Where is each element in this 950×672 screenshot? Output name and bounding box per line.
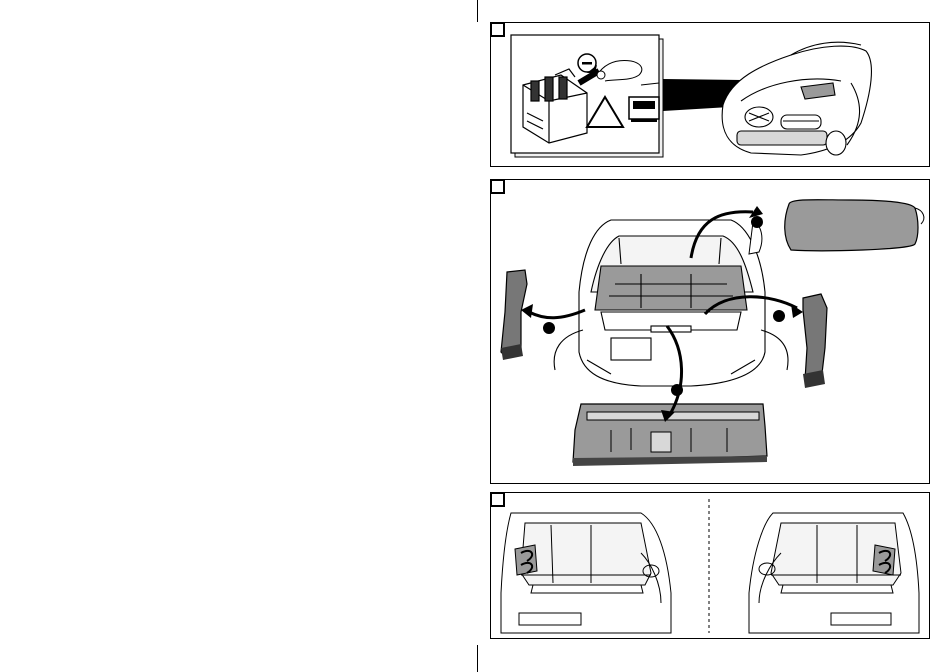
left-fastener-icon	[515, 545, 537, 575]
trunk-right-view	[749, 513, 919, 633]
right-fastener-icon	[873, 545, 895, 575]
car-front-icon	[722, 42, 871, 155]
panel-trim-removal	[490, 179, 930, 484]
right-side-trim-icon	[803, 294, 827, 388]
panel-trunk-fasteners	[490, 492, 930, 639]
parcel-shelf-icon	[749, 200, 924, 254]
manual-book-icon	[629, 97, 659, 122]
trunk-left-view	[501, 513, 671, 633]
page-spine-top	[477, 0, 478, 22]
left-side-trim-icon	[501, 270, 527, 360]
page-spine-bottom	[477, 645, 478, 672]
panel-battery-disconnect	[490, 22, 930, 167]
